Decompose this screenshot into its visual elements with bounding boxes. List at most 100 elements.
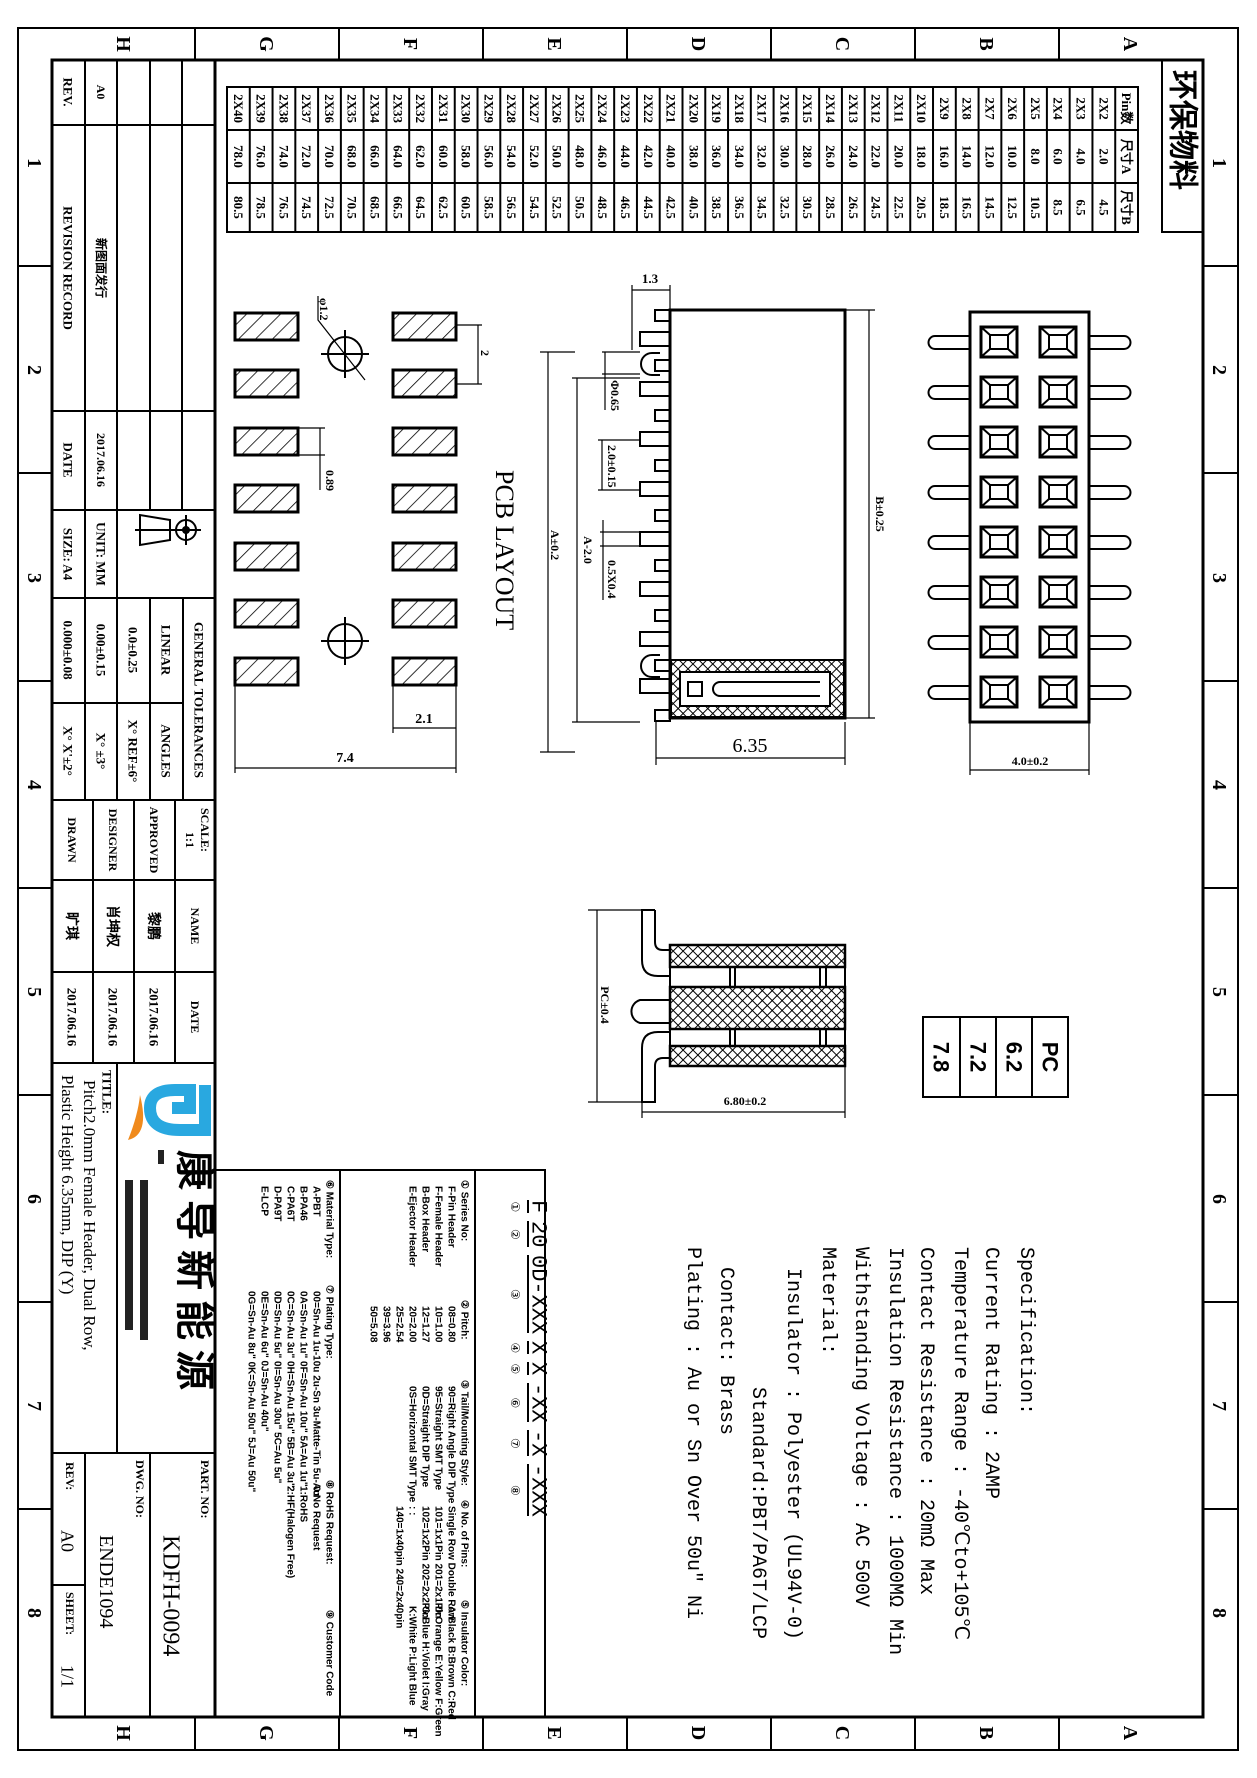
revision-date: 2017.06.16 (94, 433, 108, 487)
contact-socket-inner (989, 384, 1009, 400)
table-cell: 48.0 (572, 145, 587, 168)
table-cell: 2X30 (459, 94, 474, 123)
hole-leader (317, 296, 366, 381)
b-dim-label: B±0.25 (873, 496, 887, 532)
contact-socket (979, 525, 1019, 559)
table-cell: 8.5 (1051, 199, 1066, 216)
rev-label: REV: (63, 1462, 77, 1490)
table-cell: 2X31 (436, 94, 451, 123)
side-pin-short (654, 409, 671, 422)
legend-item: A:Black B:Brown C:Red (446, 1606, 457, 1720)
legend-item: 2:HF(Halogen Free) (285, 1486, 296, 1578)
side-pin-short (654, 459, 671, 472)
top-view: 4.0±0.2 (927, 310, 1132, 775)
table-cell: 72.0 (299, 145, 314, 168)
specification-block: Specification:Current Rating : 2AMPTempe… (681, 1247, 1037, 1655)
side-pin-long (639, 581, 671, 597)
legend-item: 20=2.00 (407, 1306, 418, 1343)
table-cell: 46.0 (595, 145, 610, 168)
legend-heading: ① Series No: (459, 1180, 470, 1241)
legend-item: Single Row Double Row (446, 1506, 457, 1621)
side-pin-short (654, 309, 671, 322)
pin-size-dim (600, 520, 640, 600)
table-cell: 2X4 (1051, 97, 1066, 120)
table-cell: 72.5 (322, 196, 337, 219)
pc-table-value: 7.2 (965, 1042, 990, 1073)
contact-socket-inner (1048, 334, 1068, 350)
legend-item: F-Pin Header (446, 1186, 457, 1248)
length-dim (641, 1066, 846, 1118)
contact-socket-inner (989, 334, 1009, 350)
zone-letter: E (543, 37, 565, 50)
contact-socket (1038, 425, 1078, 459)
table-header: 尺寸A (1119, 139, 1134, 175)
hole-label: Φ0.65 (608, 380, 622, 411)
zone-letter: C (831, 37, 853, 51)
table-cell: 8.0 (1028, 148, 1043, 164)
tolerance-linear: 0.0±0.25 (125, 627, 140, 674)
general-tolerances-label: GENERAL TOLERANCES (191, 622, 206, 778)
legend-heading: ⑨ Customer Code (324, 1610, 335, 1697)
table-cell: 34.5 (755, 196, 770, 219)
side-pin-long (639, 481, 671, 497)
eco-label-box (1161, 59, 1204, 233)
side-pin-short (654, 659, 671, 672)
table-cell: 2.0 (1096, 148, 1111, 164)
table-cell: 2X33 (390, 94, 405, 123)
table-cell: 2X2 (1096, 97, 1111, 119)
height-label: 6.35 (733, 735, 768, 757)
contact-socket-inner (1048, 684, 1068, 700)
legend-item: 101=1x1Pin 201=2x1Pin (433, 1506, 444, 1618)
table-cell: 28.0 (800, 145, 815, 168)
company-name: 康 导 新 能 源 (172, 1150, 217, 1390)
pad-length-dim (392, 685, 457, 733)
table-cell: 2X9 (937, 97, 952, 120)
table-cell: 14.5 (982, 196, 997, 219)
span-label: 7.4 (336, 751, 354, 766)
legend-item: 39=3.96 (381, 1306, 392, 1343)
pc-label: PC±0.4 (598, 986, 612, 1024)
legend-item: : : (407, 1506, 418, 1515)
table-cell: 12.0 (982, 145, 997, 168)
table-cell: 2X28 (504, 94, 519, 123)
table-cell: 48.5 (595, 196, 610, 219)
tolerance-linear: 0.000±0.08 (60, 620, 75, 680)
zone-number: 5 (23, 987, 45, 997)
table-cell: 54.0 (504, 145, 519, 168)
zone-number: 8 (1208, 1608, 1230, 1618)
legend-item: 95=Straight SMT Type (433, 1386, 444, 1490)
bottom-hatch-top (668, 943, 847, 969)
table-cell: 36.5 (732, 196, 747, 219)
top-pin (927, 585, 1132, 600)
table-cell: 22.0 (869, 145, 884, 168)
legend-item: 50=5.08 (368, 1306, 379, 1343)
table-cell: 76.0 (254, 145, 269, 168)
spec-line-material: Material: (816, 1247, 839, 1355)
contact-socket (979, 375, 1019, 409)
zone-letter: F (399, 38, 421, 50)
rev-number: A0 (58, 1530, 78, 1552)
zone-letter: D (687, 37, 709, 51)
table-cell: 30.0 (777, 145, 792, 168)
legend-item: 0C=Sn-Au 3u" 0H=Sn-Au 15u" 5B=Au 3u" (285, 1291, 296, 1488)
legend-item: 25=2.54 (394, 1306, 405, 1343)
legend-item: 0D=Sn-Au 5u" 0I=Sn-Au 30u" 5C=Au 5u" (272, 1291, 283, 1484)
table-cell: 74.5 (299, 196, 314, 219)
side-body (668, 308, 847, 720)
table-cell: 28.5 (823, 196, 838, 219)
pc-dim (588, 909, 642, 1103)
side-pin-short (654, 609, 671, 622)
top-pin (927, 335, 1132, 350)
legend-heading: ⑧ RoHS Request: (324, 1480, 335, 1565)
table-cell: 60.0 (436, 145, 451, 168)
table-cell: 30.5 (800, 196, 815, 219)
pcb-pad (233, 426, 300, 457)
linear-label: LINEAR (158, 625, 173, 676)
pin-size-label: 0.5X0.4 (605, 560, 619, 599)
side-pin-long (639, 631, 671, 647)
zone-number: 4 (23, 780, 45, 790)
legend-heading: ③ Tail/Mounting Style: (459, 1380, 470, 1486)
table-cell: 2X8 (960, 97, 975, 120)
